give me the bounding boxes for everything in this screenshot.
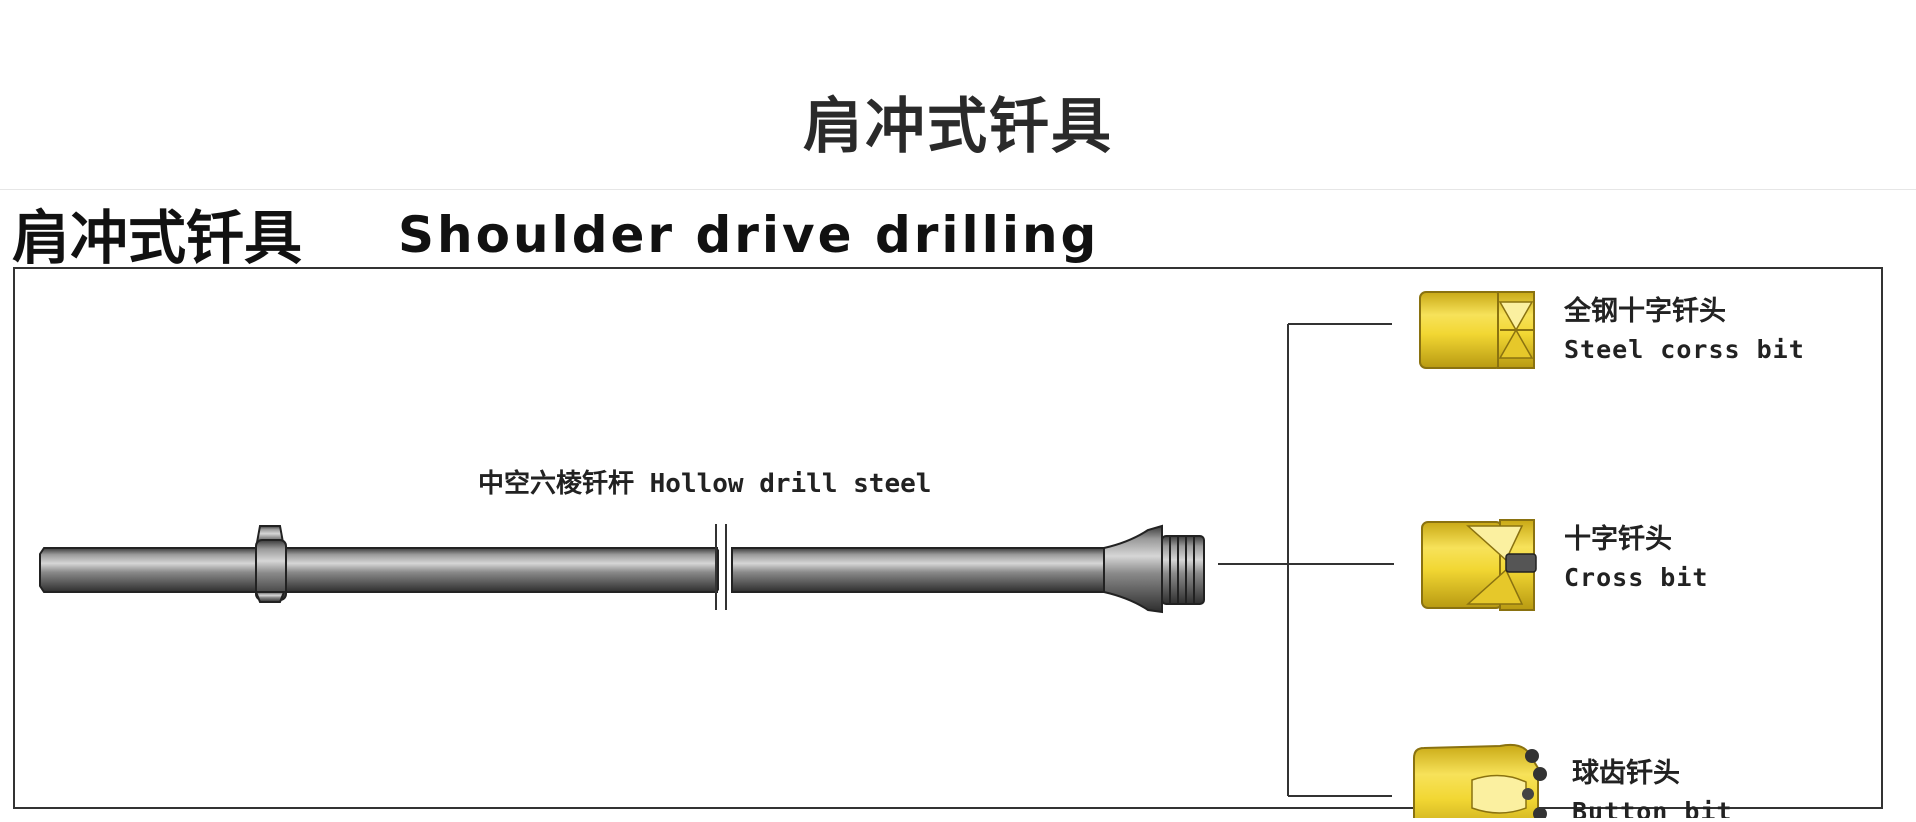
button-bit-icon (1413, 743, 1547, 822)
diagram-figure: 肩冲式钎具 Shoulder drive drilling 中空六棱钎杆 Hol… (0, 190, 1916, 822)
button-insert-icon (1525, 749, 1539, 763)
figure-frame (13, 267, 1883, 809)
figure-heading-cn: 肩冲式钎具 (12, 204, 302, 272)
bit-button-name-en: Button bit (1572, 797, 1733, 818)
bit-button-name-cn: 球齿钎头 (1572, 758, 1680, 789)
diagram-svg: 肩冲式钎具 Shoulder drive drilling 中空六棱钎杆 Hol… (12, 204, 1883, 822)
bit-steel-cross-name-cn: 全钢十字钎头 (1563, 295, 1726, 327)
steel-cross-bit-icon (1419, 291, 1535, 369)
figure-heading-en: Shoulder drive drilling (398, 206, 1099, 264)
connector-lines (1218, 323, 1394, 797)
cross-bit-icon (1421, 519, 1537, 611)
page-title: 肩冲式钎具 (803, 92, 1113, 162)
bit-cross-name-cn: 十字钎头 (1564, 523, 1672, 555)
bit-steel-cross-name-en: Steel corss bit (1564, 335, 1805, 364)
button-insert-icon (1522, 788, 1534, 800)
page-header: 肩冲式钎具 (0, 0, 1916, 190)
button-insert-icon (1533, 767, 1547, 781)
bit-cross-name-en: Cross bit (1564, 563, 1708, 592)
rod-label: 中空六棱钎杆 Hollow drill steel (478, 468, 931, 499)
hex-drill-rod-icon (39, 524, 1205, 614)
